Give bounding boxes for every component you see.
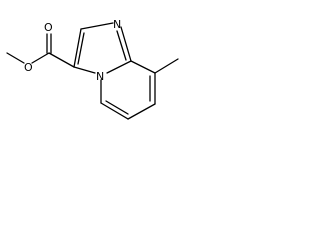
atom-labels: O O N N: [24, 18, 121, 83]
bond-c6-c7: [127, 103, 156, 120]
bond-c2-n1: [80, 22, 114, 30]
bond-n4-c3: [73, 66, 96, 74]
bridgehead-nitrogen-label: N: [96, 70, 104, 83]
bond-c3-c2: [73, 28, 82, 68]
ester-oxygen-label: O: [24, 61, 33, 74]
bond-c5-c6: [100, 102, 129, 120]
imidazole-nitrogen-label: N: [113, 18, 121, 31]
bond-c3-c2-inner: [77, 32, 85, 65]
bond-c5-c6-inner: [105, 100, 129, 115]
bond-c8-c8a: [130, 60, 156, 74]
pyridine-ring: [100, 58, 179, 120]
bond-c8a-n4: [106, 60, 132, 74]
bond-carbonyl-ring: [48, 52, 75, 68]
bond-oxygen-carbonyl: [31, 52, 50, 64]
molecule-drawing: O O N N: [0, 0, 209, 131]
bond-n1-c8a-inner: [116, 30, 127, 61]
ester-group: [6, 33, 75, 68]
molecule-structure-svg: O O N N: [6, 18, 179, 120]
bond-n1-c8a: [120, 26, 132, 62]
bond-methyl-oxygen: [6, 52, 25, 64]
carbonyl-oxygen-label: O: [44, 21, 53, 34]
imidazole-ring: [73, 22, 132, 74]
bond-c8-methyl: [154, 58, 179, 74]
